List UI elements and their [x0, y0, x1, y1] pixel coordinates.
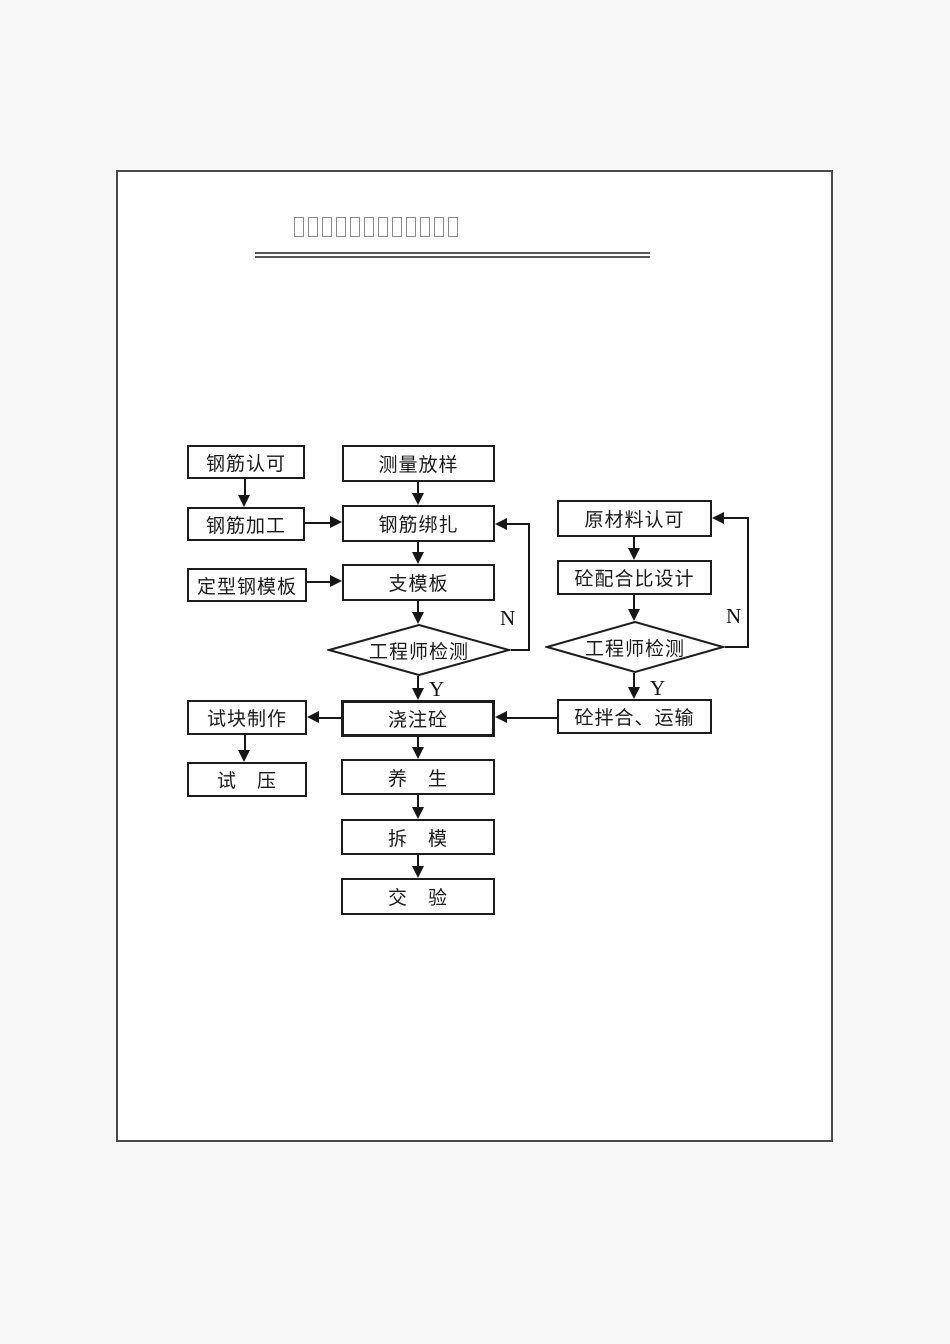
arrowhead-pouring-to-test-block: [307, 711, 319, 723]
loop-left-bottom-segment: [511, 649, 530, 651]
loop-left-arrowhead: [495, 518, 507, 530]
decision-diamond-left: [327, 624, 511, 676]
connector-steel-approval-down: [244, 479, 246, 497]
arrowhead-raw-material-down: [628, 548, 640, 560]
connector-binding-down: [417, 542, 419, 554]
flow-node-mix-design: 砼配合比设计: [557, 560, 712, 595]
arrowhead-panels-to-formwork: [330, 575, 342, 587]
missing-glyph-box: [378, 217, 388, 237]
flow-node-concrete-pouring: 浇注砼: [341, 700, 495, 737]
connector-diamond-left-down: [417, 676, 419, 690]
flow-node-form-removal: 拆 模: [341, 819, 495, 855]
missing-glyph-box: [336, 217, 346, 237]
missing-glyph-box: [434, 217, 444, 237]
label-no-left: N: [500, 606, 516, 630]
document-page: 工程师检测 工程师检测 钢筋认可 测量放样 钢筋加工 钢筋绑扎 原材料认可 定型…: [116, 170, 833, 1142]
missing-glyph-box: [308, 217, 318, 237]
arrowhead-diamond-left-down: [412, 688, 424, 700]
missing-glyph-box: [322, 217, 332, 237]
arrowhead-processing-to-binding: [330, 516, 342, 528]
connector-test-block-down: [244, 735, 246, 752]
connector-raw-material-down: [633, 537, 635, 550]
flow-node-survey-layout: 测量放样: [342, 445, 495, 482]
flow-node-steel-approval: 钢筋认可: [187, 445, 305, 479]
flow-node-curing: 养 生: [341, 759, 495, 795]
missing-glyph-box: [406, 217, 416, 237]
flow-node-raw-material-approval: 原材料认可: [557, 500, 712, 537]
connector-mixing-to-pouring: [507, 717, 557, 719]
loop-right-arrowhead: [712, 512, 724, 524]
arrowhead-mix-design-down: [628, 609, 640, 621]
flow-node-pressure-test: 试 压: [187, 762, 307, 797]
arrowhead-demould-down: [412, 866, 424, 878]
missing-glyph-box: [294, 217, 304, 237]
loop-right-vertical-segment: [747, 518, 749, 648]
label-yes-right: Y: [650, 676, 666, 700]
flow-node-mixing-transport: 砼拌合、运输: [557, 699, 712, 734]
flow-node-handover-inspection: 交 验: [341, 878, 495, 915]
connector-processing-to-binding: [305, 522, 332, 524]
arrowhead-curing-down: [412, 807, 424, 819]
arrowhead-pouring-down: [412, 747, 424, 759]
connector-pouring-down: [417, 737, 419, 749]
flow-node-steel-processing: 钢筋加工: [187, 507, 305, 541]
flow-node-formwork-panels: 定型钢模板: [187, 568, 307, 602]
flow-node-engineer-inspection-left: 工程师检测: [368, 641, 469, 663]
connector-survey-down: [417, 482, 419, 495]
flow-node-formwork-erection: 支模板: [342, 564, 495, 601]
arrowhead-diamond-right-down: [628, 687, 640, 699]
loop-right-top-segment: [724, 517, 749, 519]
loop-left-vertical-segment: [528, 524, 530, 651]
missing-glyph-box: [392, 217, 402, 237]
connector-mix-design-down: [633, 595, 635, 611]
missing-glyph-box: [448, 217, 458, 237]
connector-pouring-to-test-block: [319, 717, 341, 719]
decision-diamond-right: [545, 621, 725, 673]
arrowhead-steel-approval-down: [238, 495, 250, 507]
title-double-underline: [255, 252, 650, 258]
flow-node-test-block-making: 试块制作: [187, 700, 307, 735]
arrowhead-survey-down: [412, 493, 424, 505]
arrowhead-formwork-down: [412, 612, 424, 624]
flow-node-engineer-inspection-right: 工程师检测: [584, 638, 685, 660]
loop-left-top-segment: [507, 523, 530, 525]
document-title-placeholder: [294, 216, 458, 238]
arrowhead-mixing-to-pouring: [495, 711, 507, 723]
arrowhead-test-block-down: [238, 750, 250, 762]
connector-curing-down: [417, 795, 419, 809]
missing-glyph-box: [364, 217, 374, 237]
connector-demould-down: [417, 855, 419, 868]
arrowhead-binding-down: [412, 552, 424, 564]
label-no-right: N: [726, 604, 742, 628]
connector-panels-to-formwork: [307, 581, 332, 583]
connector-formwork-down: [417, 601, 419, 614]
label-yes-left: Y: [429, 677, 445, 701]
loop-right-bottom-segment: [725, 646, 749, 648]
missing-glyph-box: [420, 217, 430, 237]
connector-diamond-right-down: [633, 673, 635, 689]
flow-node-steel-binding: 钢筋绑扎: [342, 505, 495, 542]
missing-glyph-box: [350, 217, 360, 237]
